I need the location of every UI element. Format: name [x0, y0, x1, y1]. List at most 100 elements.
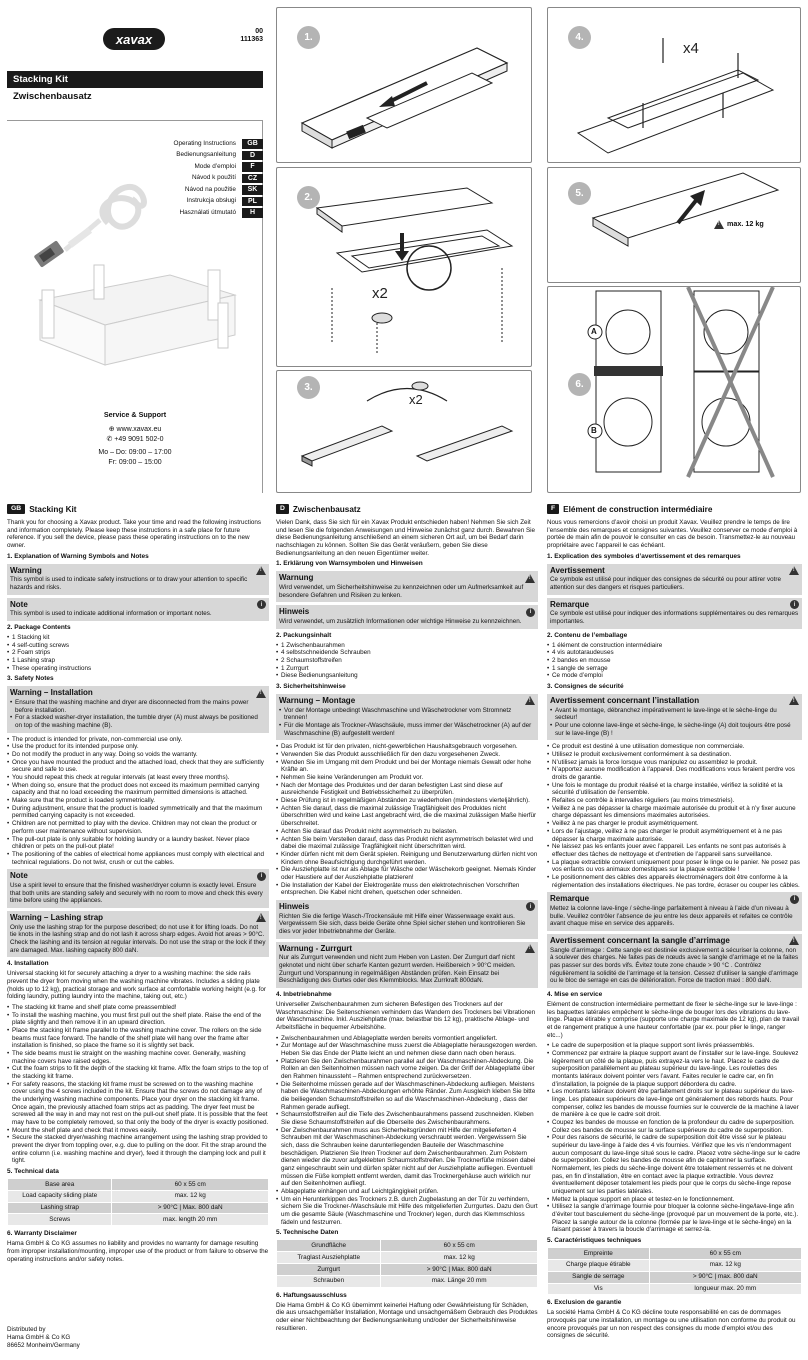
- language-code: CZ: [242, 173, 263, 183]
- list-item: Le positionnement des câbles des apparei…: [547, 874, 802, 889]
- info-icon: i: [526, 902, 535, 912]
- install-list: Le cadre de superposition et la plaque s…: [547, 1042, 802, 1234]
- table-cell: max. Länge 20 mm: [380, 1274, 538, 1288]
- list-item: Achten Sie beim Verstellen darauf, dass …: [276, 836, 538, 851]
- heading: 3. Consignes de sécurité: [547, 683, 624, 691]
- list-item: N’utilisez jamais la force lorsque vous …: [547, 759, 802, 767]
- table-cell: 60 x 55 cm: [648, 1247, 802, 1260]
- list-item: Cut the foam strips to fit the depth of …: [7, 1065, 269, 1080]
- heading: 6. Warranty Disclaimer: [7, 1230, 77, 1238]
- warning-installation-box: Warning – Installation Ensure that the w…: [7, 686, 269, 733]
- list-item: Refaites ce contrôle à intervalles régul…: [547, 797, 802, 805]
- list-item: For a stacked washer-dryer installation,…: [10, 714, 266, 729]
- table-cell: Base area: [7, 1178, 113, 1191]
- list-item: The pull-out plate is only suitable for …: [7, 836, 269, 851]
- list-item: Secure the stacked dryer/washing machine…: [7, 1134, 269, 1165]
- list-item: Place the stacking kit frame parallel to…: [7, 1027, 269, 1050]
- table-cell: Schrauben: [276, 1274, 382, 1288]
- warning-icon: [256, 688, 266, 698]
- list-item: Die Ausziehplatte ist nur als Ablage für…: [276, 866, 538, 881]
- paragraph: Die Hama GmbH & Co KG übernimmt keinerle…: [276, 1301, 538, 1332]
- heading: 5. Technische Daten: [276, 1229, 339, 1237]
- list-item: Veillez à ne pas dépasser la charge maxi…: [547, 805, 802, 820]
- list-item: Kinder dürfen nicht mit dem Gerät spiele…: [276, 851, 538, 866]
- heading: 4. Installation: [7, 960, 49, 968]
- list-item: Zur Montage auf der Waschmaschine muss z…: [276, 1042, 538, 1057]
- paragraph: Hama GmbH & Co KG assumes no liability a…: [7, 1240, 269, 1263]
- warning-icon: [525, 944, 535, 954]
- language-code: SK: [242, 185, 263, 195]
- warning-box: AvertissementCe symbole est utilisé pour…: [547, 563, 802, 595]
- table-cell: Screws: [7, 1213, 113, 1227]
- list-item: 4 selbstschneidende Schrauben: [276, 649, 538, 657]
- service-support: Service & Support ⊕ www.xavax.eu ✆ +49 9…: [7, 410, 263, 469]
- language-code: F: [242, 162, 263, 172]
- list-item: Once you have mounted the product and th…: [7, 759, 269, 774]
- paragraph: Universal stacking kit for securely atta…: [7, 970, 267, 1001]
- list-item: Veillez à ne pas charger le produit asym…: [547, 820, 802, 828]
- warning-icon: [789, 936, 799, 946]
- step-5-drawing: [591, 172, 780, 247]
- table-cell: Lashing strap: [7, 1201, 113, 1215]
- box-title: Hinweis: [279, 607, 310, 617]
- box-title: Remarque: [550, 894, 590, 904]
- list-item: To install the washing machine, you must…: [7, 1012, 269, 1027]
- list-item: You should repeat this check at regular …: [7, 774, 269, 782]
- list-item: The positioning of the cables of electri…: [7, 851, 269, 866]
- heading: 6. Haftungsausschluss: [276, 1291, 347, 1299]
- language-label: Operating Instructions: [173, 139, 236, 147]
- list-item: Utilisez le produit exclusivement confor…: [547, 751, 802, 759]
- box-title: Warning: [10, 565, 42, 575]
- warning-box: WarningThis symbol is used to indicate s…: [7, 563, 269, 595]
- table-row: Lashing strap> 90°C | Max. 800 daN: [7, 1201, 269, 1215]
- step-number: 1.: [297, 26, 320, 49]
- list-item: 1 Zwischenbaurahmen: [276, 642, 538, 650]
- step-6-drawing: [587, 287, 775, 478]
- heading: 1. Explication des symboles d’avertissem…: [547, 552, 741, 560]
- box-text: Nur als Zurrgurt verwenden und nicht zum…: [279, 954, 516, 985]
- language-code-badge: D: [276, 504, 289, 514]
- table-cell: > 90°C | Max. 800 daN: [380, 1263, 538, 1276]
- table-cell: Empreinte: [547, 1247, 650, 1260]
- step-number: 5.: [568, 182, 591, 205]
- install-list: Zwischenbaurahmen und Ablageplatte werde…: [276, 1035, 538, 1227]
- safety-list: Das Produkt ist für den privaten, nicht-…: [276, 743, 538, 896]
- list-item: These operating instructions: [7, 665, 269, 673]
- list-item: Lors de l’ajustage, veillez à ne pas cha…: [547, 828, 802, 843]
- list-item: Mettez la plaque support en place et tes…: [547, 1196, 802, 1204]
- list-item: Commencez par extraire la plaque support…: [547, 1050, 802, 1088]
- service-web-row[interactable]: ⊕ www.xavax.eu: [7, 425, 263, 436]
- list-item: Do not modify the product in any way. Do…: [7, 751, 269, 759]
- box-title: Warnung - Zurrgurt: [279, 943, 353, 953]
- warning-strap-box: Warning – Lashing strapOnly use the lash…: [7, 910, 269, 958]
- list-item: Schaumstoffstreifen auf die Tiefe des Zw…: [276, 1111, 538, 1126]
- safety-list: Ce produit est destiné à une utilisation…: [547, 743, 802, 889]
- list-item: Platzieren Sie den Zwischenbaurahmen par…: [276, 1058, 538, 1081]
- distributor-name: Hama GmbH & Co KG: [7, 1334, 71, 1342]
- warning-box: WarnungWird verwendet, um Sicherheitshin…: [276, 571, 538, 603]
- step-number: 2.: [297, 186, 320, 209]
- heading: 3. Sicherheitshinweise: [276, 683, 346, 691]
- list-item: 4 self-cutting screws: [7, 642, 269, 650]
- language-label: Instrukcja obsługi: [186, 197, 236, 205]
- warning-installation-box: Warnung – Montage Vor der Montage unbedi…: [276, 694, 538, 741]
- list-item: Wenden Sie im Umgang mit dem Produkt und…: [276, 759, 538, 774]
- quantity-label: x2: [372, 285, 388, 302]
- heading: 4. Mise en service: [547, 991, 603, 999]
- list-item: The product is intended for private, non…: [7, 736, 269, 744]
- service-phone-row[interactable]: ✆ +49 9091 502-0: [7, 435, 263, 446]
